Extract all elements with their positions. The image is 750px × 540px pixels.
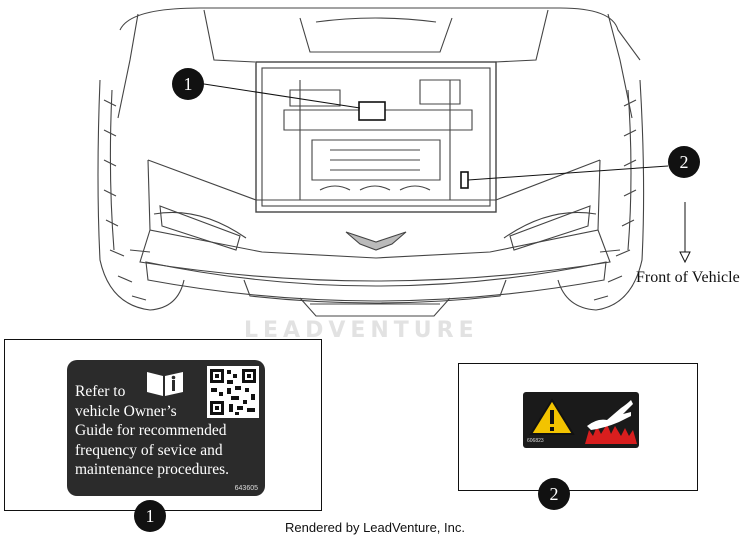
callout-1-top: 1 [172,68,204,100]
leader-line-2 [467,165,669,181]
decal-2-hot-surface-label: 606823 [523,392,639,448]
decal-1-maintenance-label: Refer to vehicle Owner’s Guide for recom… [67,360,265,496]
callout-2-top: 2 [668,146,700,178]
decal-1-part-code: 643605 [234,485,258,492]
decal-1-line: Refer to [75,383,126,400]
manual-info-icon [147,372,183,396]
front-of-vehicle-label: Front of Vehicle [636,269,740,286]
decal-1-detail-box: Refer to vehicle Owner’s Guide for recom… [4,339,322,511]
decal-1-line: vehicle Owner’s [75,402,177,420]
qr-code-icon [207,366,259,418]
footer-credit: Rendered by LeadVenture, Inc. [285,520,465,535]
callout-1-bottom: 1 [134,500,166,532]
decal-1-text: Refer to vehicle Owner’s Guide for recom… [75,382,229,480]
decal-2-part-code: 606823 [527,438,544,444]
callout-2-bottom: 2 [538,478,570,510]
decal-1-line: frequency of sevice and [75,441,223,459]
hot-surface-hand-icon [581,396,637,444]
decal-1-line: maintenance procedures. [75,461,230,479]
leader-line-1 [203,83,361,109]
decal-2-detail-box: 606823 [458,363,698,491]
decal-1-line: Guide for recommended [75,422,227,440]
warning-triangle-icon [527,396,577,438]
front-arrow-head [679,251,691,264]
watermark: LEADVENTURE [244,318,479,343]
